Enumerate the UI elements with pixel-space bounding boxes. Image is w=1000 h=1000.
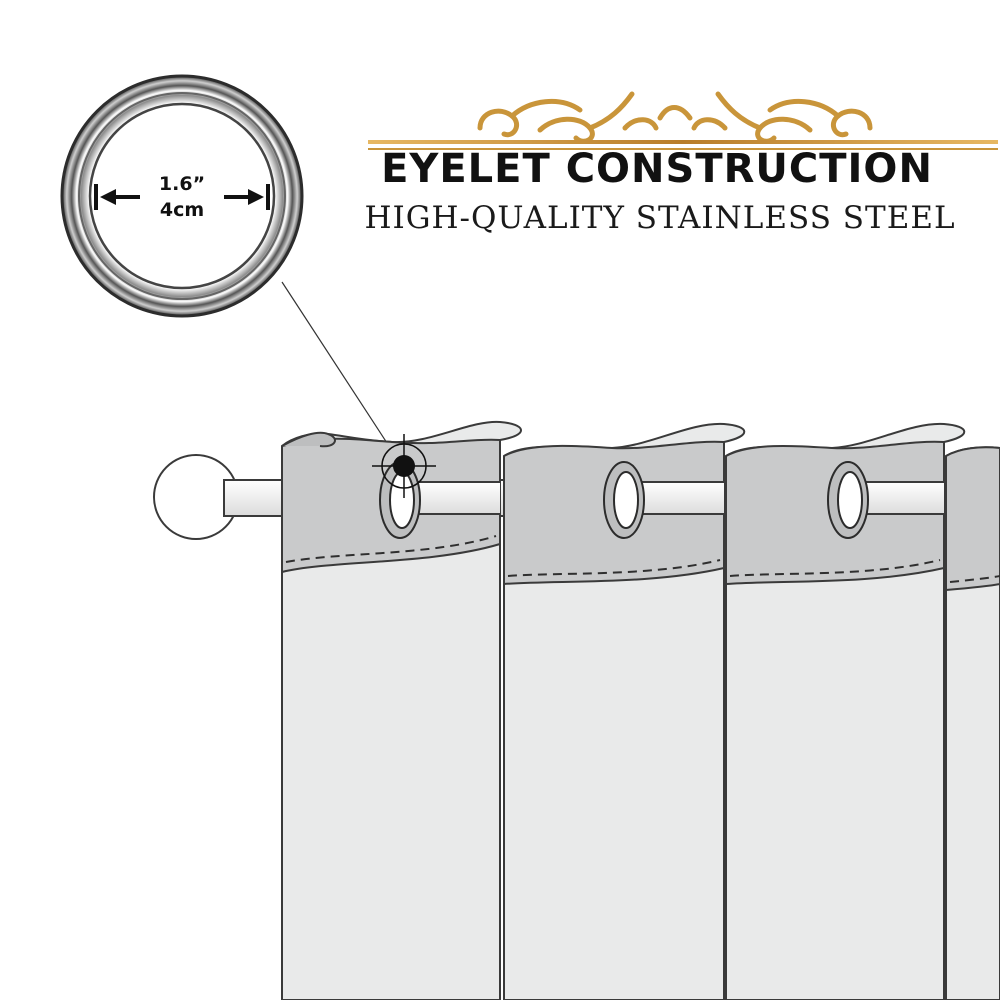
gold-divider-top [368,140,998,144]
rod-segment [410,482,500,514]
rod-segment [632,482,724,514]
leader-line [281,281,403,467]
diameter-inch-label: 1.6” [158,173,206,195]
gold-divider-bottom [368,148,998,150]
headline-title: EYELET CONSTRUCTION [381,146,933,192]
eyelet-ring-zoom [60,74,304,318]
grommet-3 [827,461,869,539]
curtain-fold [281,431,336,448]
grommet-2 [603,461,645,539]
headline-subtitle: HIGH-QUALITY STAINLESS STEEL [364,200,956,236]
gold-scroll-ornament-icon [477,91,873,144]
grommet-1 [379,461,421,539]
diameter-cm-label: 4cm [159,199,205,221]
crosshair-target-icon [372,434,436,498]
rod-segment [856,482,944,514]
curtain-panels [281,420,1000,1000]
stitch-lines [285,535,1000,583]
dimension-arrow [94,184,270,210]
